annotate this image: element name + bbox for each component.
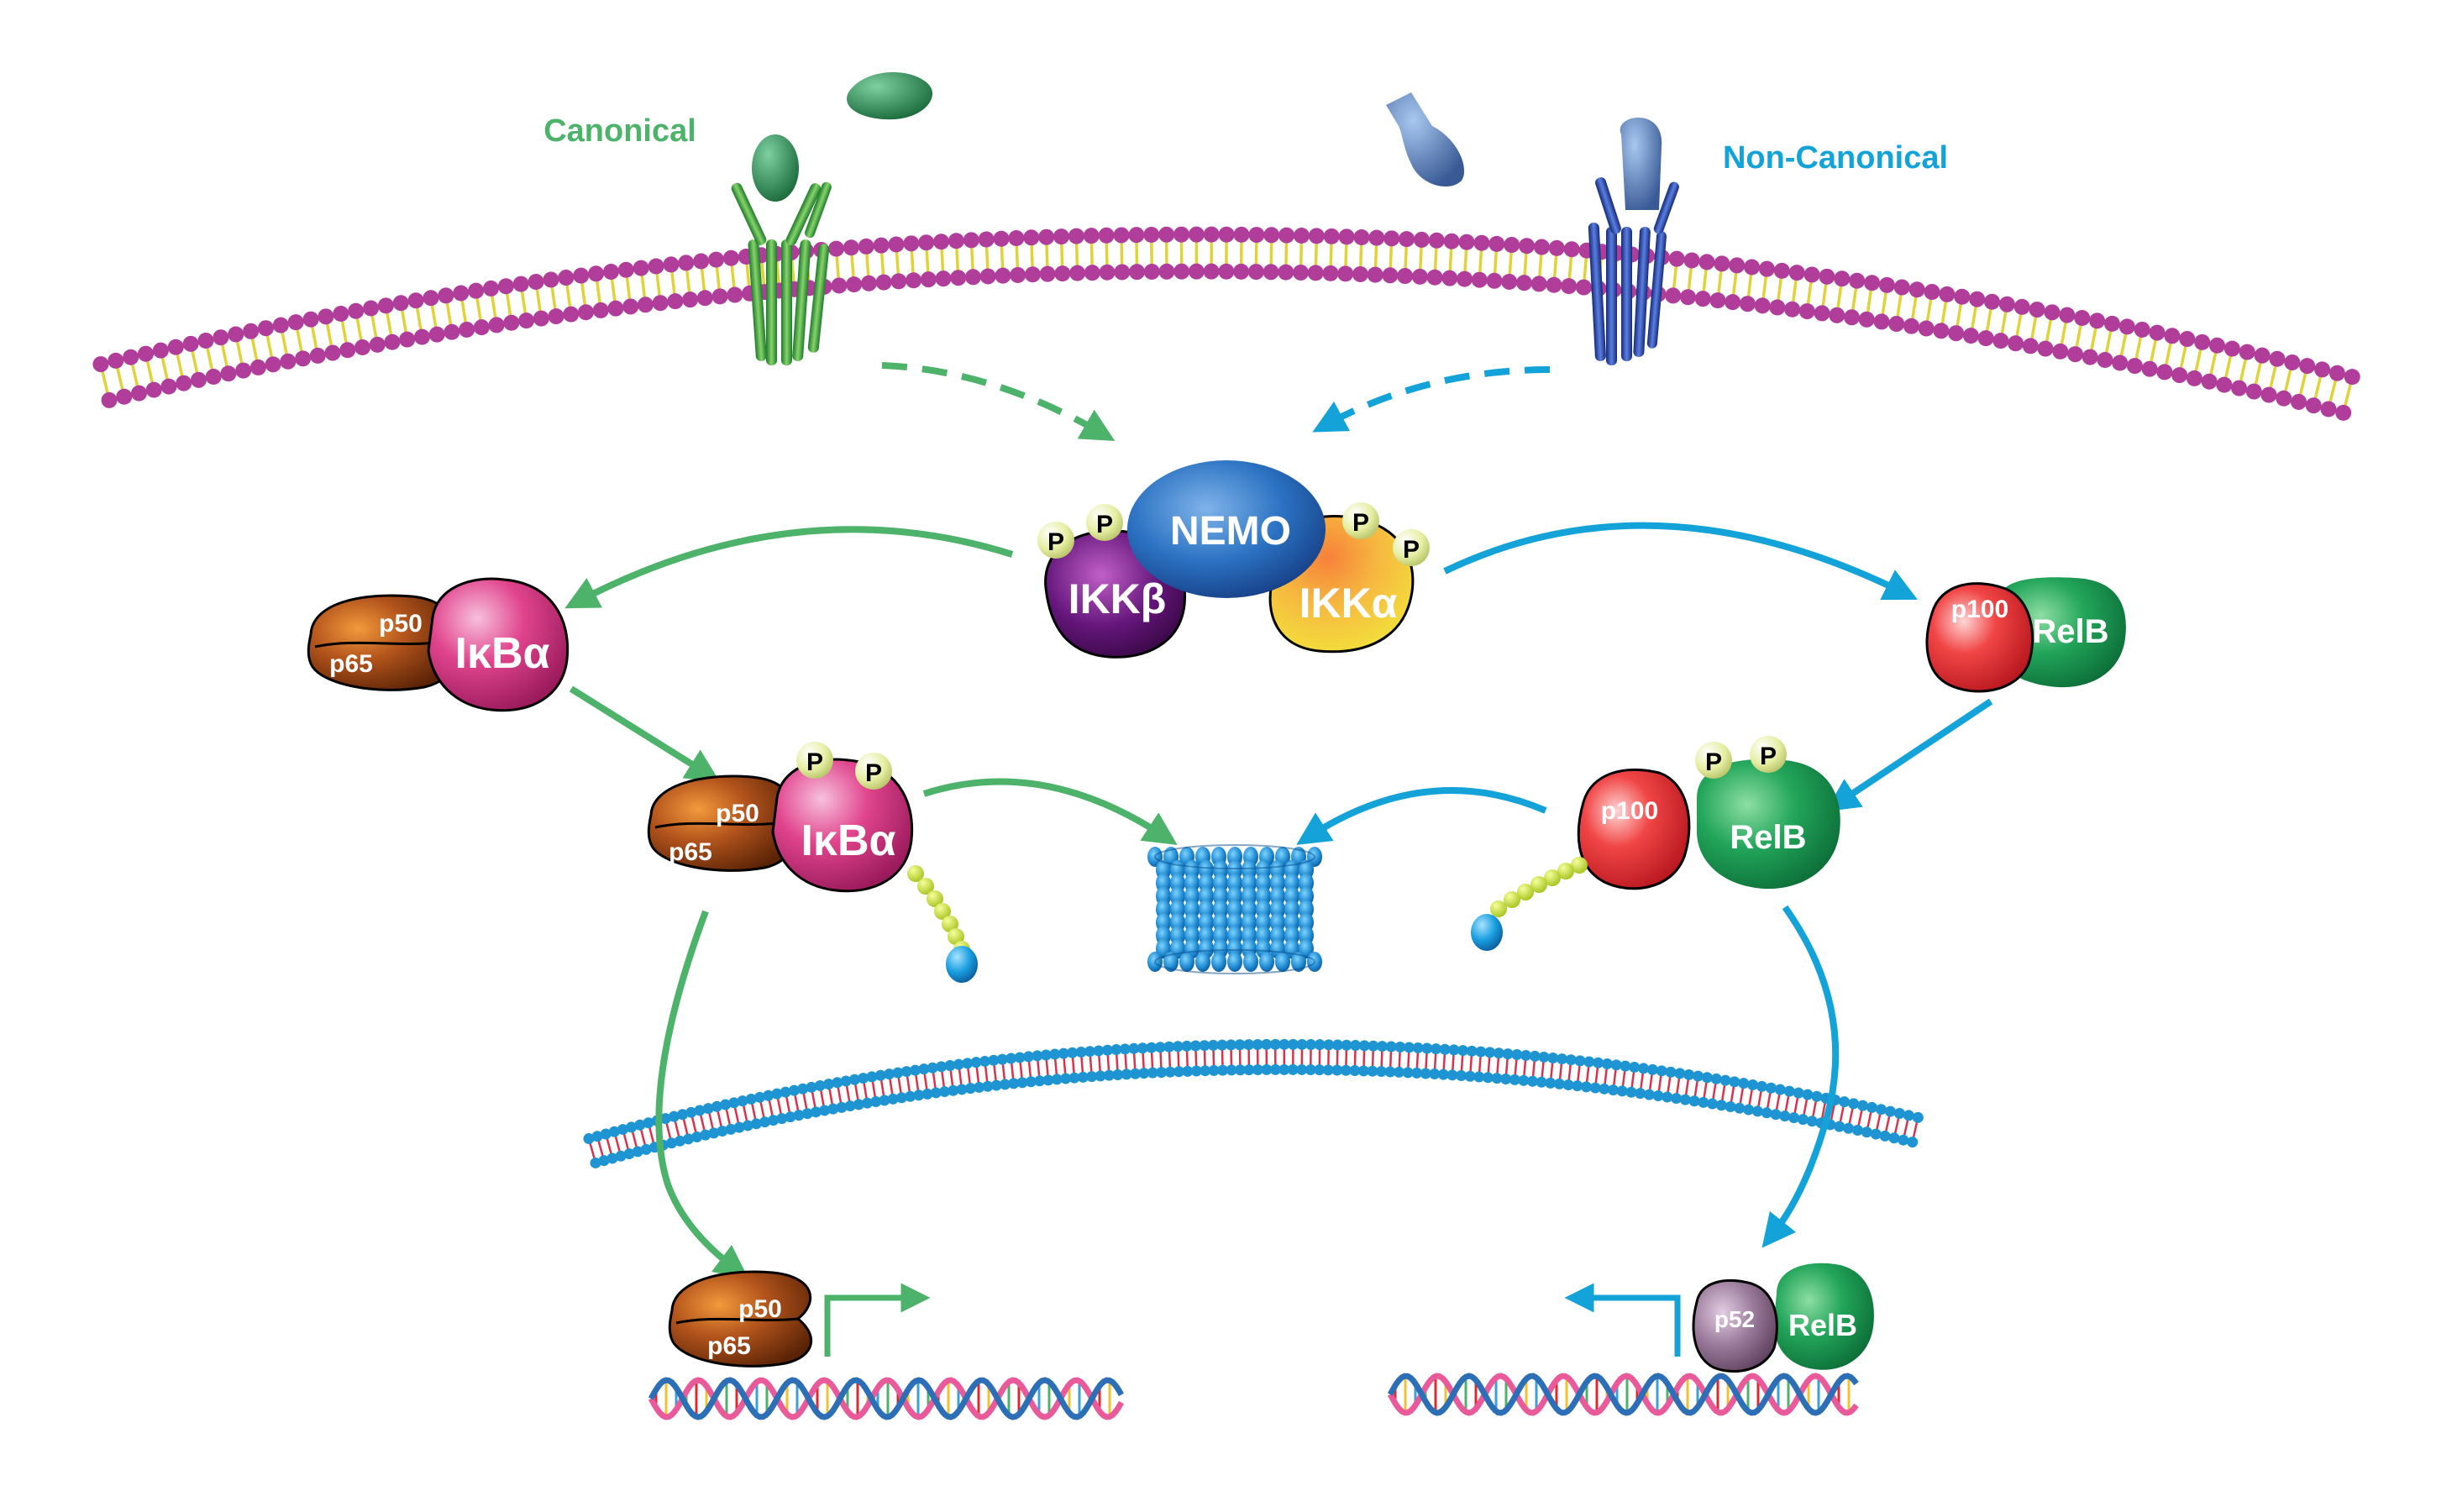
dna-canonical <box>648 1377 1125 1420</box>
svg-text:P: P <box>806 748 823 776</box>
ikk-to-p100-arrow <box>1443 522 1918 601</box>
svg-text:P: P <box>865 759 882 787</box>
canonical-nuclear-translocation-arrow <box>655 910 748 1279</box>
phospho-ikka-1: P <box>1342 502 1379 539</box>
phospho-relb-2: P <box>1750 736 1787 773</box>
p100-subunit-2 <box>1577 768 1691 890</box>
non-canonical-nuclear-translocation-arrow <box>1761 905 1840 1248</box>
phospho-relb-1: P <box>1695 742 1732 779</box>
p100-relb-complex: p100 RelB <box>1925 577 2126 693</box>
nuclear-membrane <box>583 1038 1924 1168</box>
svg-text:P: P <box>1705 748 1722 776</box>
nuclear-p65-label: p65 <box>707 1332 751 1360</box>
p50-label: p50 <box>379 610 423 638</box>
phospho-ikkb-2: P <box>1086 504 1123 541</box>
nuclear-p50-p65: p50 p65 <box>668 1270 813 1368</box>
nuclear-p52-relb: p52 RelB <box>1692 1263 1874 1373</box>
p50-label-2: p50 <box>716 800 759 827</box>
svg-text:P: P <box>1047 528 1064 556</box>
nuclear-p50-label: p50 <box>738 1295 782 1323</box>
p100-label: p100 <box>1951 596 2008 623</box>
canonical-receptor <box>731 134 832 365</box>
ikkb-label: IKKβ <box>1068 575 1167 622</box>
nfkb-ikba-complex: p50 p65 IκBα <box>307 577 570 712</box>
phospho-ikba-2: P <box>855 753 892 790</box>
p52-subunit <box>1692 1279 1778 1373</box>
p100-to-phospho-arrow <box>1825 698 1993 812</box>
non-canonical-transcription-arrow <box>1564 1283 1681 1357</box>
p100-subunit <box>1925 582 2034 693</box>
p65-label-2: p65 <box>669 838 712 866</box>
ikk-complex: NEMO IKKβ IKKα <box>1044 460 1415 659</box>
nuclear-relb-label: RelB <box>1788 1308 1857 1342</box>
canonical-label: Canonical <box>543 113 696 149</box>
phospho-ikka-2: P <box>1393 529 1430 566</box>
ikba-subunit <box>427 577 570 712</box>
svg-text:P: P <box>1096 511 1113 538</box>
svg-text:P: P <box>1352 509 1369 537</box>
phospho-ikba-1: P <box>796 742 833 779</box>
relb-label-2: RelB <box>1730 819 1806 856</box>
nuclear-relb-subunit <box>1773 1263 1874 1370</box>
ikka-label: IKKα <box>1299 580 1398 627</box>
relb-subunit-2 <box>1697 759 1840 890</box>
non-canonical-receptor <box>1588 118 1679 365</box>
nemo-label: NEMO <box>1170 509 1291 554</box>
nemo-subunit <box>1127 460 1326 598</box>
ubiquitin-chain-canonical <box>907 865 978 983</box>
non-canonical-ligand <box>1386 92 1465 187</box>
ubiquitin-chain-non-canonical <box>1471 857 1588 951</box>
ikk-to-ikba-arrow <box>564 526 1014 609</box>
p52-label: p52 <box>1714 1306 1755 1332</box>
p100-label-2: p100 <box>1601 797 1658 825</box>
non-canonical-label: Non-Canonical <box>1723 140 1948 176</box>
canonical-activation-arrow <box>881 362 1116 441</box>
relb-label: RelB <box>2032 613 2108 650</box>
ikba-label-2: IκBα <box>801 816 896 865</box>
svg-text:P: P <box>1403 536 1420 564</box>
ikba-to-proteasome-arrow <box>922 778 1178 845</box>
phospho-ikkb-1: P <box>1037 522 1074 559</box>
canonical-ligand <box>847 72 933 120</box>
ikba-to-phospho-arrow <box>569 685 720 782</box>
p65-label: p65 <box>329 650 373 678</box>
proteasome <box>1147 844 1322 974</box>
cell-membrane <box>92 226 2360 421</box>
phospho-p100-relb-complex: p100 RelB <box>1577 759 1840 890</box>
ikba-label: IκBα <box>455 629 550 678</box>
canonical-transcription-arrow <box>824 1283 931 1357</box>
non-canonical-activation-arrow <box>1312 366 1551 433</box>
dna-non-canonical <box>1387 1373 1859 1416</box>
p100-to-proteasome-arrow <box>1296 787 1547 845</box>
svg-text:P: P <box>1760 743 1777 770</box>
phospho-nfkb-ikba-complex: p50 p65 IκBα <box>647 758 914 893</box>
